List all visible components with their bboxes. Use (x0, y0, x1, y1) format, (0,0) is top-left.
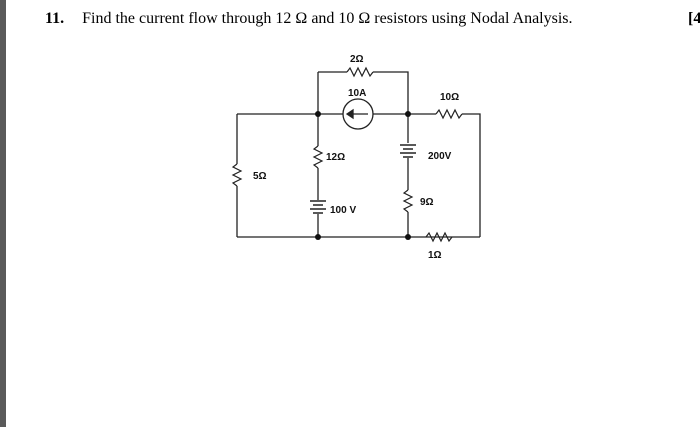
battery-100v (310, 200, 326, 214)
label-2ohm: 2Ω (350, 54, 364, 65)
label-100v: 100 V (330, 205, 356, 216)
page-left-border (0, 0, 6, 427)
junction-top-left (315, 111, 321, 117)
current-source-10a (342, 98, 374, 130)
junction-bottom-left (315, 234, 321, 240)
resistor-5ohm (231, 163, 243, 187)
label-10a: 10A (348, 88, 366, 99)
question-marks: [4 (688, 10, 700, 27)
label-12ohm: 12Ω (326, 152, 345, 163)
label-1ohm: 1Ω (428, 250, 442, 261)
junction-top-right (405, 111, 411, 117)
question-number: 11. (45, 10, 65, 27)
wire-10ohm-right (462, 113, 481, 237)
junction-bottom-right (405, 234, 411, 240)
label-5ohm: 5Ω (253, 171, 267, 182)
resistor-10ohm (435, 108, 463, 120)
wire-top-right (373, 71, 409, 114)
resistor-12ohm (312, 145, 324, 169)
question-text: Find the current flow through 12 Ω and 1… (82, 10, 573, 27)
resistor-2ohm (346, 66, 374, 78)
label-10ohm: 10Ω (440, 92, 459, 103)
battery-200v (400, 144, 416, 158)
resistor-1ohm (425, 231, 453, 243)
question-line: 11. Find the current flow through 12 Ω an… (45, 10, 573, 28)
label-9ohm: 9Ω (420, 197, 434, 208)
resistor-9ohm (402, 189, 414, 213)
label-200v: 200V (428, 151, 452, 162)
